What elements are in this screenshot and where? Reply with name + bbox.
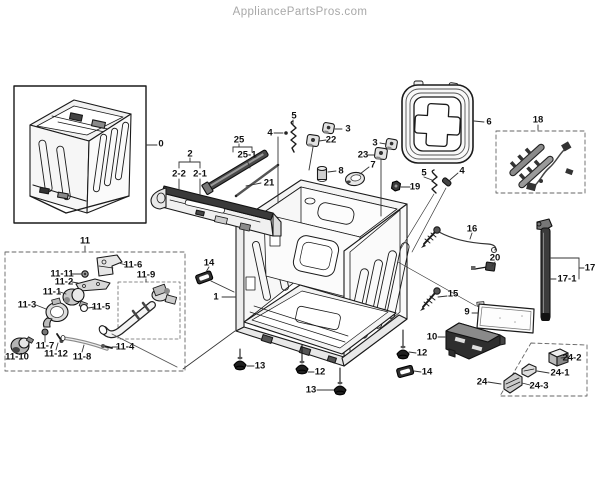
drain-pump-assembly-box-11	[4, 251, 186, 372]
leveling-foot-13-left	[233, 348, 247, 371]
assembled-frame-inset	[13, 85, 147, 224]
support-rod-21	[234, 163, 280, 198]
leveling-foot-12-right	[396, 329, 410, 360]
drain-hose-11-9	[98, 283, 178, 339]
trim-strip-17	[536, 218, 553, 321]
bolt-11-7	[41, 328, 49, 336]
leader-lines	[35, 119, 585, 391]
cap-7	[344, 171, 366, 187]
drain-hose-box-11-9	[117, 281, 181, 340]
link-wire-hook	[490, 246, 498, 254]
connector-20	[471, 261, 496, 272]
nut-19	[390, 180, 402, 192]
hinge-pin-right	[441, 177, 452, 187]
leveling-foot-12-center	[295, 344, 309, 375]
hinge-pin-left	[284, 131, 288, 135]
support-rail-25-1	[201, 149, 269, 195]
link-wire-16	[438, 231, 497, 251]
watermark-text: AppliancePartsPros.com	[232, 6, 368, 18]
clip-3-b	[385, 138, 398, 151]
holder-clip-14-left	[195, 270, 214, 285]
leveling-foot-13-front	[333, 367, 347, 396]
wire-harness-box-18	[495, 130, 586, 194]
pump-bracket-11-6	[96, 254, 123, 277]
damper-8	[316, 165, 328, 182]
pump-outlet-11-10	[10, 336, 34, 355]
screw-15	[420, 287, 441, 311]
clip-22	[305, 133, 320, 148]
bracket-10	[445, 322, 506, 360]
o-ring-11-5	[79, 303, 89, 313]
shelf-panel-9	[476, 301, 535, 334]
hose-11-8	[60, 335, 109, 351]
clip-23	[373, 146, 388, 161]
door-gasket-6	[401, 80, 474, 164]
accessory-box-24	[499, 342, 588, 397]
frame-cabinet	[235, 179, 410, 367]
top-panel-assembly	[150, 185, 282, 237]
pump-motor-11-1	[62, 287, 88, 309]
pump-housing-11-3	[42, 297, 69, 328]
holder-clip-14-right	[396, 364, 415, 379]
clip-3-a	[322, 122, 335, 135]
hinge-spring-right	[431, 169, 438, 194]
hinge-spring-left	[290, 120, 297, 153]
clamp-screw-11-4	[101, 344, 113, 349]
